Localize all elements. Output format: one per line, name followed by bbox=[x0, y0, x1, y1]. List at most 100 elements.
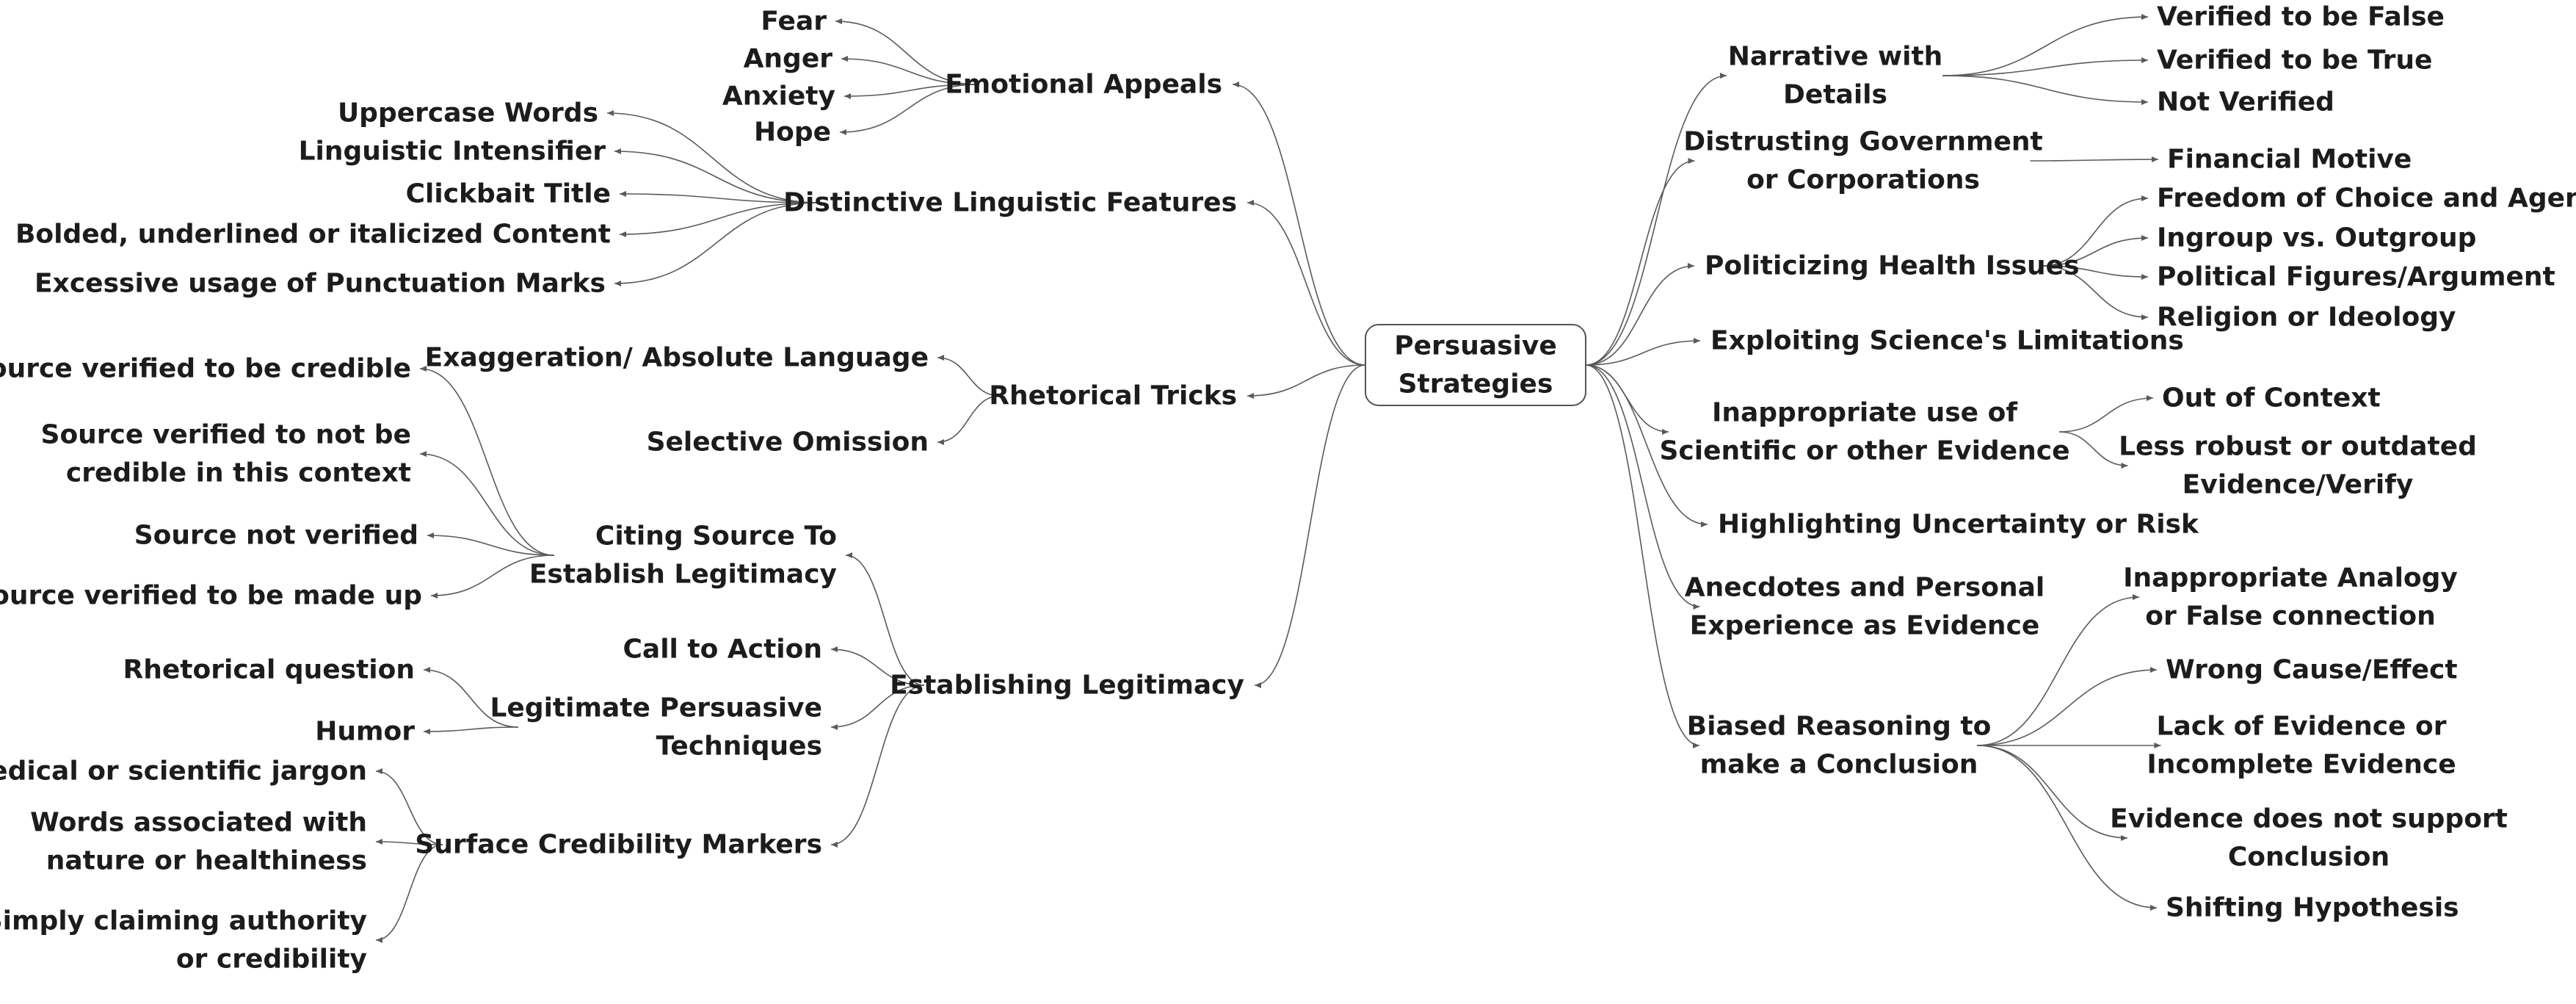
right-branch-1-item-0: Financial Motive bbox=[2167, 145, 2412, 175]
edge-left-3-2-0-arrowhead bbox=[424, 667, 430, 673]
left-branch-3-item-0-sub-0: Source verified to be credible bbox=[0, 354, 411, 384]
edge-right-0-1-arrowhead bbox=[2141, 57, 2148, 63]
edge-left-1-2 bbox=[619, 193, 819, 203]
right-branch-3-line-0: Exploiting Science's Limitations bbox=[1710, 326, 2184, 356]
edge-root-right-6-arrowhead bbox=[1693, 604, 1700, 610]
edge-right-7-3 bbox=[1976, 745, 2128, 839]
left-branch-0-item-2: Anxiety bbox=[722, 82, 835, 112]
right-branch-2-item-1-line-0: Ingroup vs. Outgroup bbox=[2157, 223, 2476, 253]
right-branch-0-item-0: Verified to be False bbox=[2157, 2, 2445, 32]
right-branch-5-line-0: Highlighting Uncertainty or Risk bbox=[1718, 510, 2199, 540]
left-branch-3-item-3: Surface Credibility Markers bbox=[415, 830, 822, 860]
edge-left-3-3-1 bbox=[375, 841, 443, 845]
edge-left-1-2-arrowhead bbox=[620, 191, 626, 197]
left-branch-1-item-1-line-0: Linguistic Intensifier bbox=[299, 137, 606, 167]
edge-right-7-4 bbox=[1976, 745, 2158, 909]
edge-root-right-7-arrowhead bbox=[1693, 743, 1699, 748]
left-branch-0-item-1: Anger bbox=[744, 44, 833, 74]
left-branch-0-line-0: Emotional Appeals bbox=[945, 70, 1222, 100]
edge-left-2-1 bbox=[937, 395, 1001, 443]
right-branch-7-item-1: Wrong Cause/Effect bbox=[2166, 655, 2458, 685]
left-branch-0-item-0: Fear bbox=[761, 7, 827, 37]
left-branch-3-item-0-sub-1-line-0: Source verified to not be bbox=[41, 420, 411, 450]
edge-left-3-1-arrowhead bbox=[831, 646, 838, 652]
edge-right-0-2 bbox=[1942, 75, 2149, 103]
edge-left-3-0 bbox=[845, 555, 925, 686]
edge-right-1-0-arrowhead bbox=[2152, 156, 2158, 162]
right-branch-2-item-3: Religion or Ideology bbox=[2157, 303, 2456, 333]
right-branch-2-item-2-line-0: Political Figures/Argument bbox=[2157, 262, 2555, 292]
left-branch-1-item-0: Uppercase Words bbox=[338, 98, 598, 129]
left-branch-1-item-0-line-0: Uppercase Words bbox=[338, 98, 598, 129]
edge-root-left-2 bbox=[1247, 364, 1366, 397]
left-branch-0-item-1-line-0: Anger bbox=[744, 44, 833, 74]
right-branch-2-item-0-line-0: Freedom of Choice and Agency bbox=[2157, 184, 2576, 214]
left-branch-2-item-0-line-0: Exaggeration/ Absolute Language bbox=[425, 343, 929, 373]
edge-left-3-2 bbox=[830, 685, 925, 728]
right-branch-7-item-4: Shifting Hypothesis bbox=[2166, 893, 2459, 923]
edge-root-right-1-arrowhead bbox=[1688, 158, 1695, 164]
left-branch-3-item-0-line-0: Citing Source To bbox=[595, 521, 837, 552]
edge-root-left-2-arrowhead bbox=[1247, 393, 1254, 399]
edge-root-right-2 bbox=[1585, 265, 1695, 366]
left-branch-1-item-3-line-0: Bolded, underlined or italicized Content bbox=[15, 220, 611, 250]
left-branch-3: Establishing Legitimacy bbox=[890, 671, 1244, 701]
left-branch-3-item-3-sub-0: Medical or scientific jargon bbox=[0, 756, 367, 787]
left-branch-3-item-2-sub-0: Rhetorical question bbox=[123, 655, 415, 685]
edge-left-1-1 bbox=[614, 151, 819, 203]
left-branch-3-item-0-sub-2: Source not verified bbox=[134, 521, 418, 551]
left-branch-2-item-1: Selective Omission bbox=[647, 427, 929, 458]
edge-left-1-3 bbox=[619, 202, 819, 235]
edge-left-1-0 bbox=[606, 112, 819, 203]
edge-root-right-0 bbox=[1585, 75, 1727, 366]
left-branch-3-item-3-line-0: Surface Credibility Markers bbox=[415, 830, 822, 860]
edge-root-right-1 bbox=[1585, 160, 1695, 366]
edge-right-2-1-arrowhead bbox=[2141, 235, 2148, 241]
edge-left-3-0-2-arrowhead bbox=[427, 532, 434, 538]
edge-right-0-0 bbox=[1942, 16, 2149, 76]
right-branch-4-item-0-line-0: Out of Context bbox=[2162, 383, 2381, 413]
right-branch-7-item-0-line-0: Inappropriate Analogy bbox=[2123, 563, 2458, 593]
right-branch-7-line-1: make a Conclusion bbox=[1700, 750, 1978, 780]
edge-left-3-0-0 bbox=[419, 368, 555, 556]
right-branch-6-line-0: Anecdotes and Personal bbox=[1685, 573, 2045, 603]
edge-right-2-0 bbox=[2041, 198, 2149, 267]
edge-right-1-0 bbox=[2030, 159, 2159, 162]
left-branch-3-item-0-sub-3-line-0: Source verified to be made up bbox=[0, 581, 422, 611]
right-branch-4-item-1-line-1: Evidence/Verify bbox=[2183, 470, 2414, 500]
right-branch-2: Politicizing Health Issues bbox=[1705, 251, 2080, 281]
left-branch-1-item-3: Bolded, underlined or italicized Content bbox=[15, 220, 611, 250]
right-branch-7-item-1-line-0: Wrong Cause/Effect bbox=[2166, 655, 2458, 685]
edge-left-3-3-0-arrowhead bbox=[376, 768, 382, 774]
left-branch-1-item-2: Clickbait Title bbox=[406, 179, 611, 209]
left-branch-3-item-0-sub-0-line-0: Source verified to be credible bbox=[0, 354, 411, 384]
edge-left-3-3-0 bbox=[375, 770, 443, 845]
edge-root-left-1 bbox=[1247, 202, 1366, 366]
right-branch-7-item-2-line-1: Incomplete Evidence bbox=[2147, 750, 2456, 780]
edge-left-0-1 bbox=[841, 58, 978, 85]
left-branch-1-line-0: Distinctive Linguistic Features bbox=[783, 188, 1237, 218]
left-branch-3-item-0-sub-3: Source verified to be made up bbox=[0, 581, 422, 611]
edge-root-right-4-arrowhead bbox=[1662, 429, 1669, 435]
right-branch-0-item-2-line-0: Not Verified bbox=[2157, 87, 2334, 118]
left-branch-3-item-3-sub-1-line-0: Words associated with bbox=[30, 808, 367, 838]
edge-left-3-3 bbox=[830, 685, 925, 845]
right-branch-4-line-0: Inappropriate use of bbox=[1712, 398, 2017, 428]
right-branch-7-item-3-line-1: Conclusion bbox=[2228, 842, 2390, 873]
left-branch-2: Rhetorical Tricks bbox=[989, 381, 1237, 411]
left-branch-3-item-0-sub-2-line-0: Source not verified bbox=[134, 521, 418, 551]
left-branch-0: Emotional Appeals bbox=[945, 70, 1222, 100]
edge-left-0-0-arrowhead bbox=[835, 18, 842, 24]
right-branch-0-item-1: Verified to be True bbox=[2157, 46, 2432, 76]
edge-root-right-3 bbox=[1585, 340, 1701, 366]
